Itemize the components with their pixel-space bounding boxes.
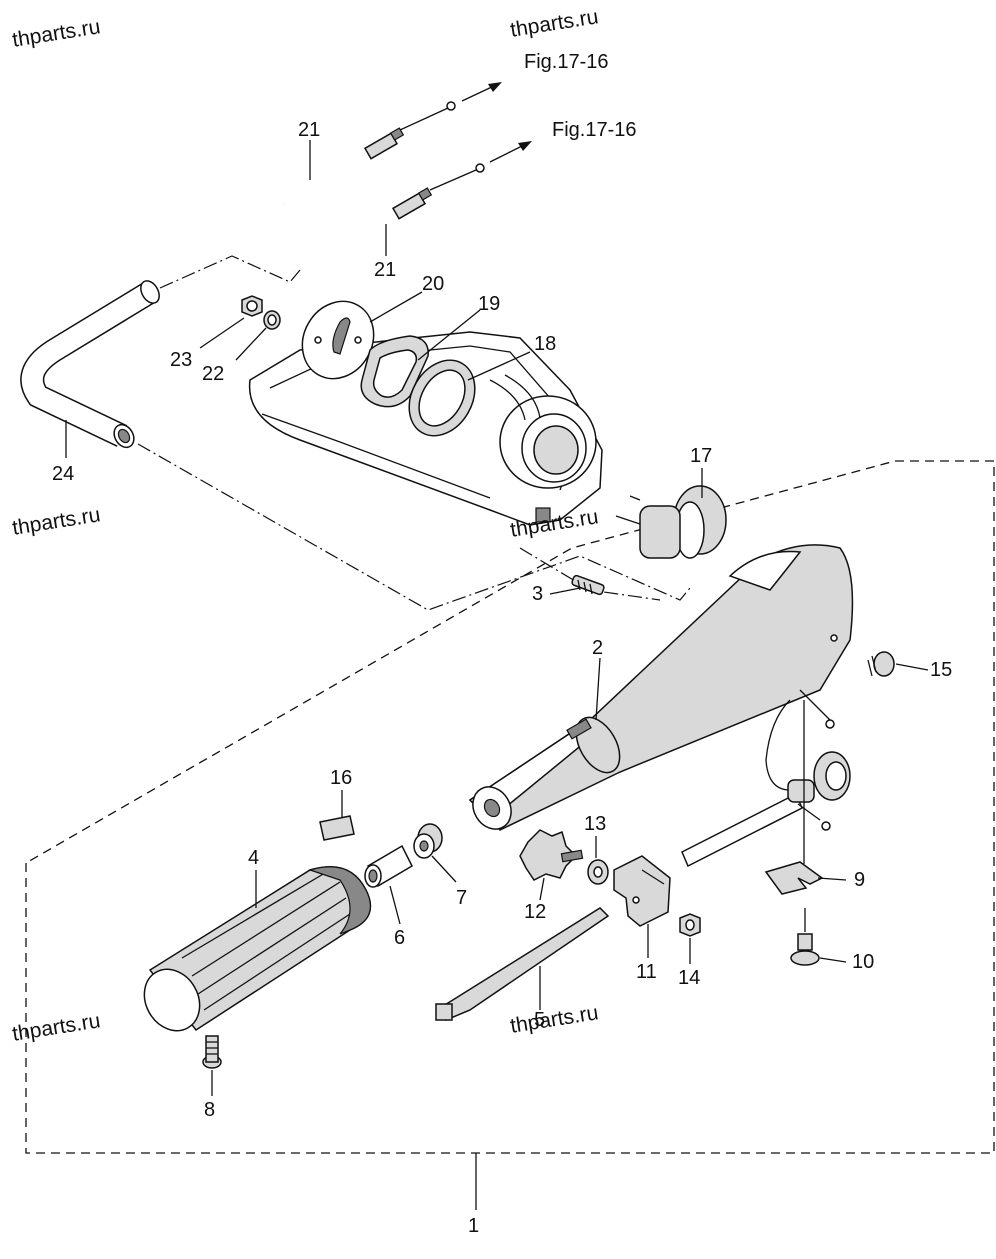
callout-19: 19 <box>478 293 500 315</box>
callout-13: 13 <box>584 813 606 835</box>
stud-3 <box>571 574 605 596</box>
callout-8: 8 <box>204 1099 215 1121</box>
friction-block-11 <box>613 855 671 927</box>
callout-21-lower: 21 <box>374 259 396 281</box>
cap-15 <box>867 651 895 677</box>
hose-24 <box>20 280 160 449</box>
callout-7: 7 <box>456 887 467 909</box>
throttle-grip-4 <box>143 866 372 1032</box>
bushing-17 <box>615 485 727 559</box>
screw-8 <box>202 1035 222 1069</box>
callout-10: 10 <box>852 951 874 973</box>
fig-reference-a: Fig.17-16 <box>524 51 609 73</box>
seal-18 <box>408 359 476 437</box>
callout-3: 3 <box>532 583 543 605</box>
washer-22 <box>263 310 281 330</box>
nut-14 <box>679 913 701 937</box>
plate-20 <box>301 300 375 380</box>
friction-knob-12 <box>519 829 584 881</box>
callout-20: 20 <box>422 273 444 295</box>
throttle-rod-5 <box>435 907 610 1021</box>
callout-23: 23 <box>170 349 192 371</box>
leader-3 <box>549 587 581 595</box>
leader-6 <box>389 885 401 925</box>
callout-18: 18 <box>534 333 556 355</box>
leader-10 <box>819 957 847 963</box>
decal-16 <box>319 815 355 841</box>
callout-1: 1 <box>468 1215 479 1237</box>
washer-13 <box>587 859 609 885</box>
callout-16: 16 <box>330 767 352 789</box>
callout-21-upper: 21 <box>298 119 320 141</box>
assembly-boundary <box>25 460 995 1154</box>
fig-reference-b: Fig.17-16 <box>552 119 637 141</box>
callout-15: 15 <box>930 659 952 681</box>
leader-22 <box>235 327 267 361</box>
ref-line-hose-bottom <box>137 443 691 611</box>
nut-23 <box>241 295 263 317</box>
leader-15 <box>895 663 929 671</box>
control-cable-upper <box>282 82 502 206</box>
callout-2: 2 <box>592 637 603 659</box>
callout-5: 5 <box>534 1009 545 1031</box>
leader-20 <box>369 291 423 323</box>
control-cable-lower <box>293 141 532 274</box>
ref-line-hose-top <box>159 255 301 289</box>
friction-plate-9 <box>764 861 824 895</box>
callout-11: 11 <box>636 961 657 983</box>
collar-7 <box>413 823 443 859</box>
throttle-shaft <box>681 751 851 868</box>
callout-14: 14 <box>678 967 700 989</box>
grommet-19 <box>360 335 429 408</box>
leader-19 <box>417 309 481 361</box>
callout-24: 24 <box>52 463 74 485</box>
callout-17: 17 <box>690 445 712 467</box>
leader-7 <box>431 855 457 883</box>
bushing-6 <box>364 844 413 888</box>
callout-6: 6 <box>394 927 405 949</box>
callout-9: 9 <box>854 869 865 891</box>
leader-2 <box>595 657 601 721</box>
leader-12 <box>539 877 545 901</box>
bolt-10 <box>790 933 820 966</box>
callout-22: 22 <box>202 363 224 385</box>
leader-18 <box>467 351 531 381</box>
leader-9 <box>817 877 847 881</box>
tiller-arm-2 <box>468 544 854 831</box>
leader-23 <box>199 317 245 349</box>
callout-12: 12 <box>524 901 546 923</box>
callout-4: 4 <box>248 847 259 869</box>
